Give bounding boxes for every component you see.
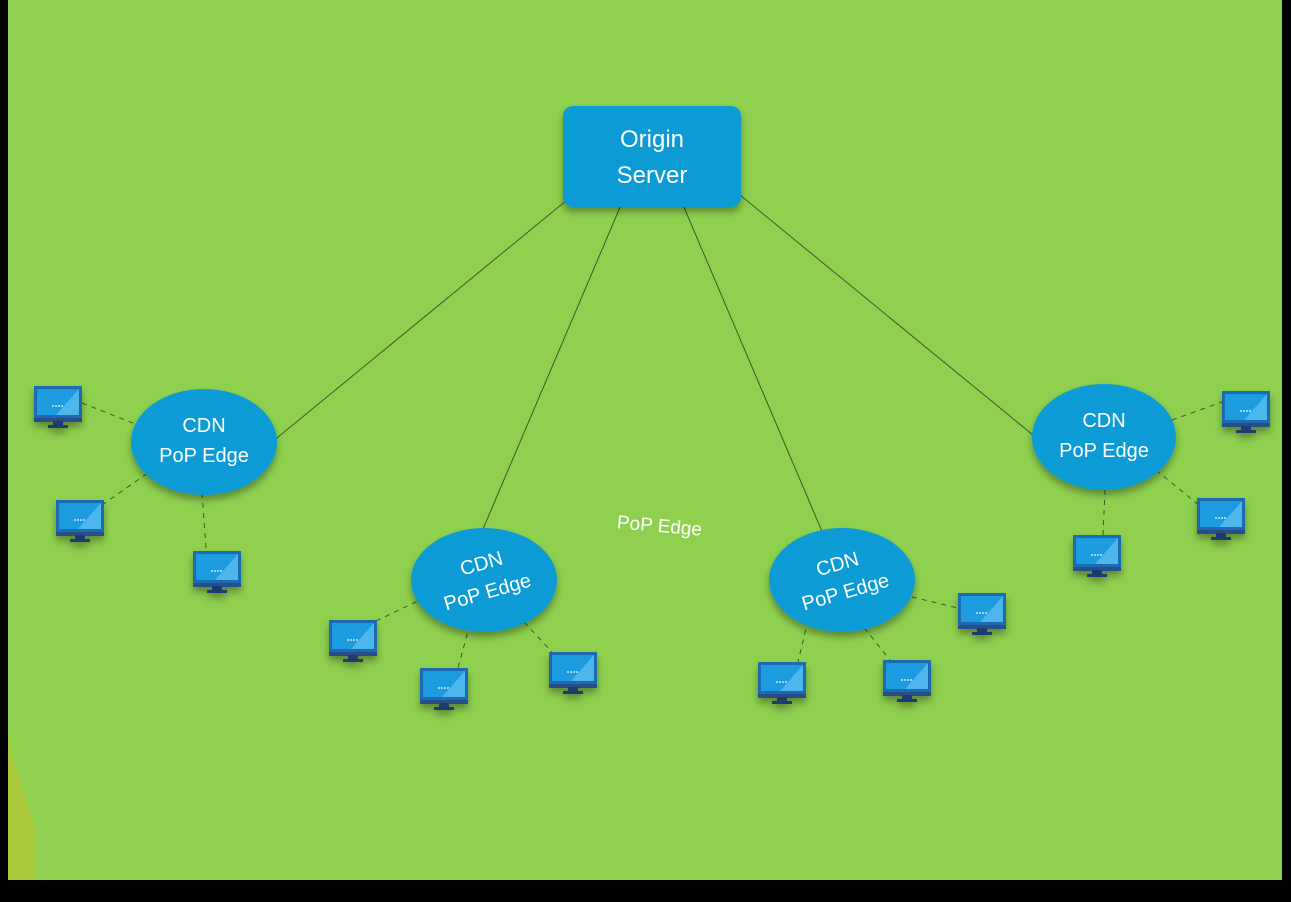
origin-connections [271, 194, 1034, 537]
link-edge4-client-c [1102, 489, 1106, 536]
link-edge2-client-c [523, 621, 553, 653]
desktop-monitor-icon [1222, 391, 1270, 433]
desktop-monitor-icon [883, 660, 931, 702]
link-origin-edge-4 [739, 194, 1034, 436]
desktop-monitor-icon [958, 593, 1006, 635]
cdn-edge-node-1: CDN PoP Edge [131, 389, 277, 495]
desktop-monitor-icon [1073, 535, 1121, 577]
link-edge4-client-a [1171, 401, 1223, 421]
cdn-edge-1-label-line2: PoP Edge [159, 445, 249, 467]
desktop-monitor-icon [549, 652, 597, 694]
desktop-monitor-icon [56, 500, 104, 542]
link-edge1-client-a [81, 402, 139, 426]
link-edge2-client-a [375, 599, 421, 622]
link-origin-edge-2 [479, 204, 622, 537]
desktop-monitor-icon [1197, 498, 1245, 540]
link-origin-edge-3 [682, 204, 825, 537]
cdn-edge-4-label-line2: PoP Edge [1059, 440, 1149, 462]
desktop-monitor-icon [758, 662, 806, 704]
origin-server-label-line2: Server [617, 162, 688, 189]
desktop-monitor-icon [193, 551, 241, 593]
origin-server-node [563, 106, 741, 207]
link-edge3-client-c [857, 619, 891, 661]
cdn-edge-node-3: CDN PoP Edge [769, 528, 915, 632]
link-edge2-client-b [457, 623, 471, 669]
cdn-edge-node-2: CDN PoP Edge [411, 528, 557, 632]
desktop-monitor-icon [329, 620, 377, 662]
link-origin-edge-1 [271, 199, 568, 443]
cdn-edge-1-label-line1: CDN [182, 415, 225, 437]
origin-server-label-line1: Origin [620, 126, 684, 153]
desktop-monitor-icon [34, 386, 82, 428]
link-edge3-client-b [797, 619, 809, 663]
desktop-monitor-icon [420, 668, 468, 710]
corner-accent-wedge [8, 740, 35, 880]
link-edge3-client-a [911, 596, 959, 609]
cdn-edge-node-4: CDN PoP Edge [1032, 384, 1176, 490]
cdn-edge-4-label-line1: CDN [1082, 410, 1125, 432]
